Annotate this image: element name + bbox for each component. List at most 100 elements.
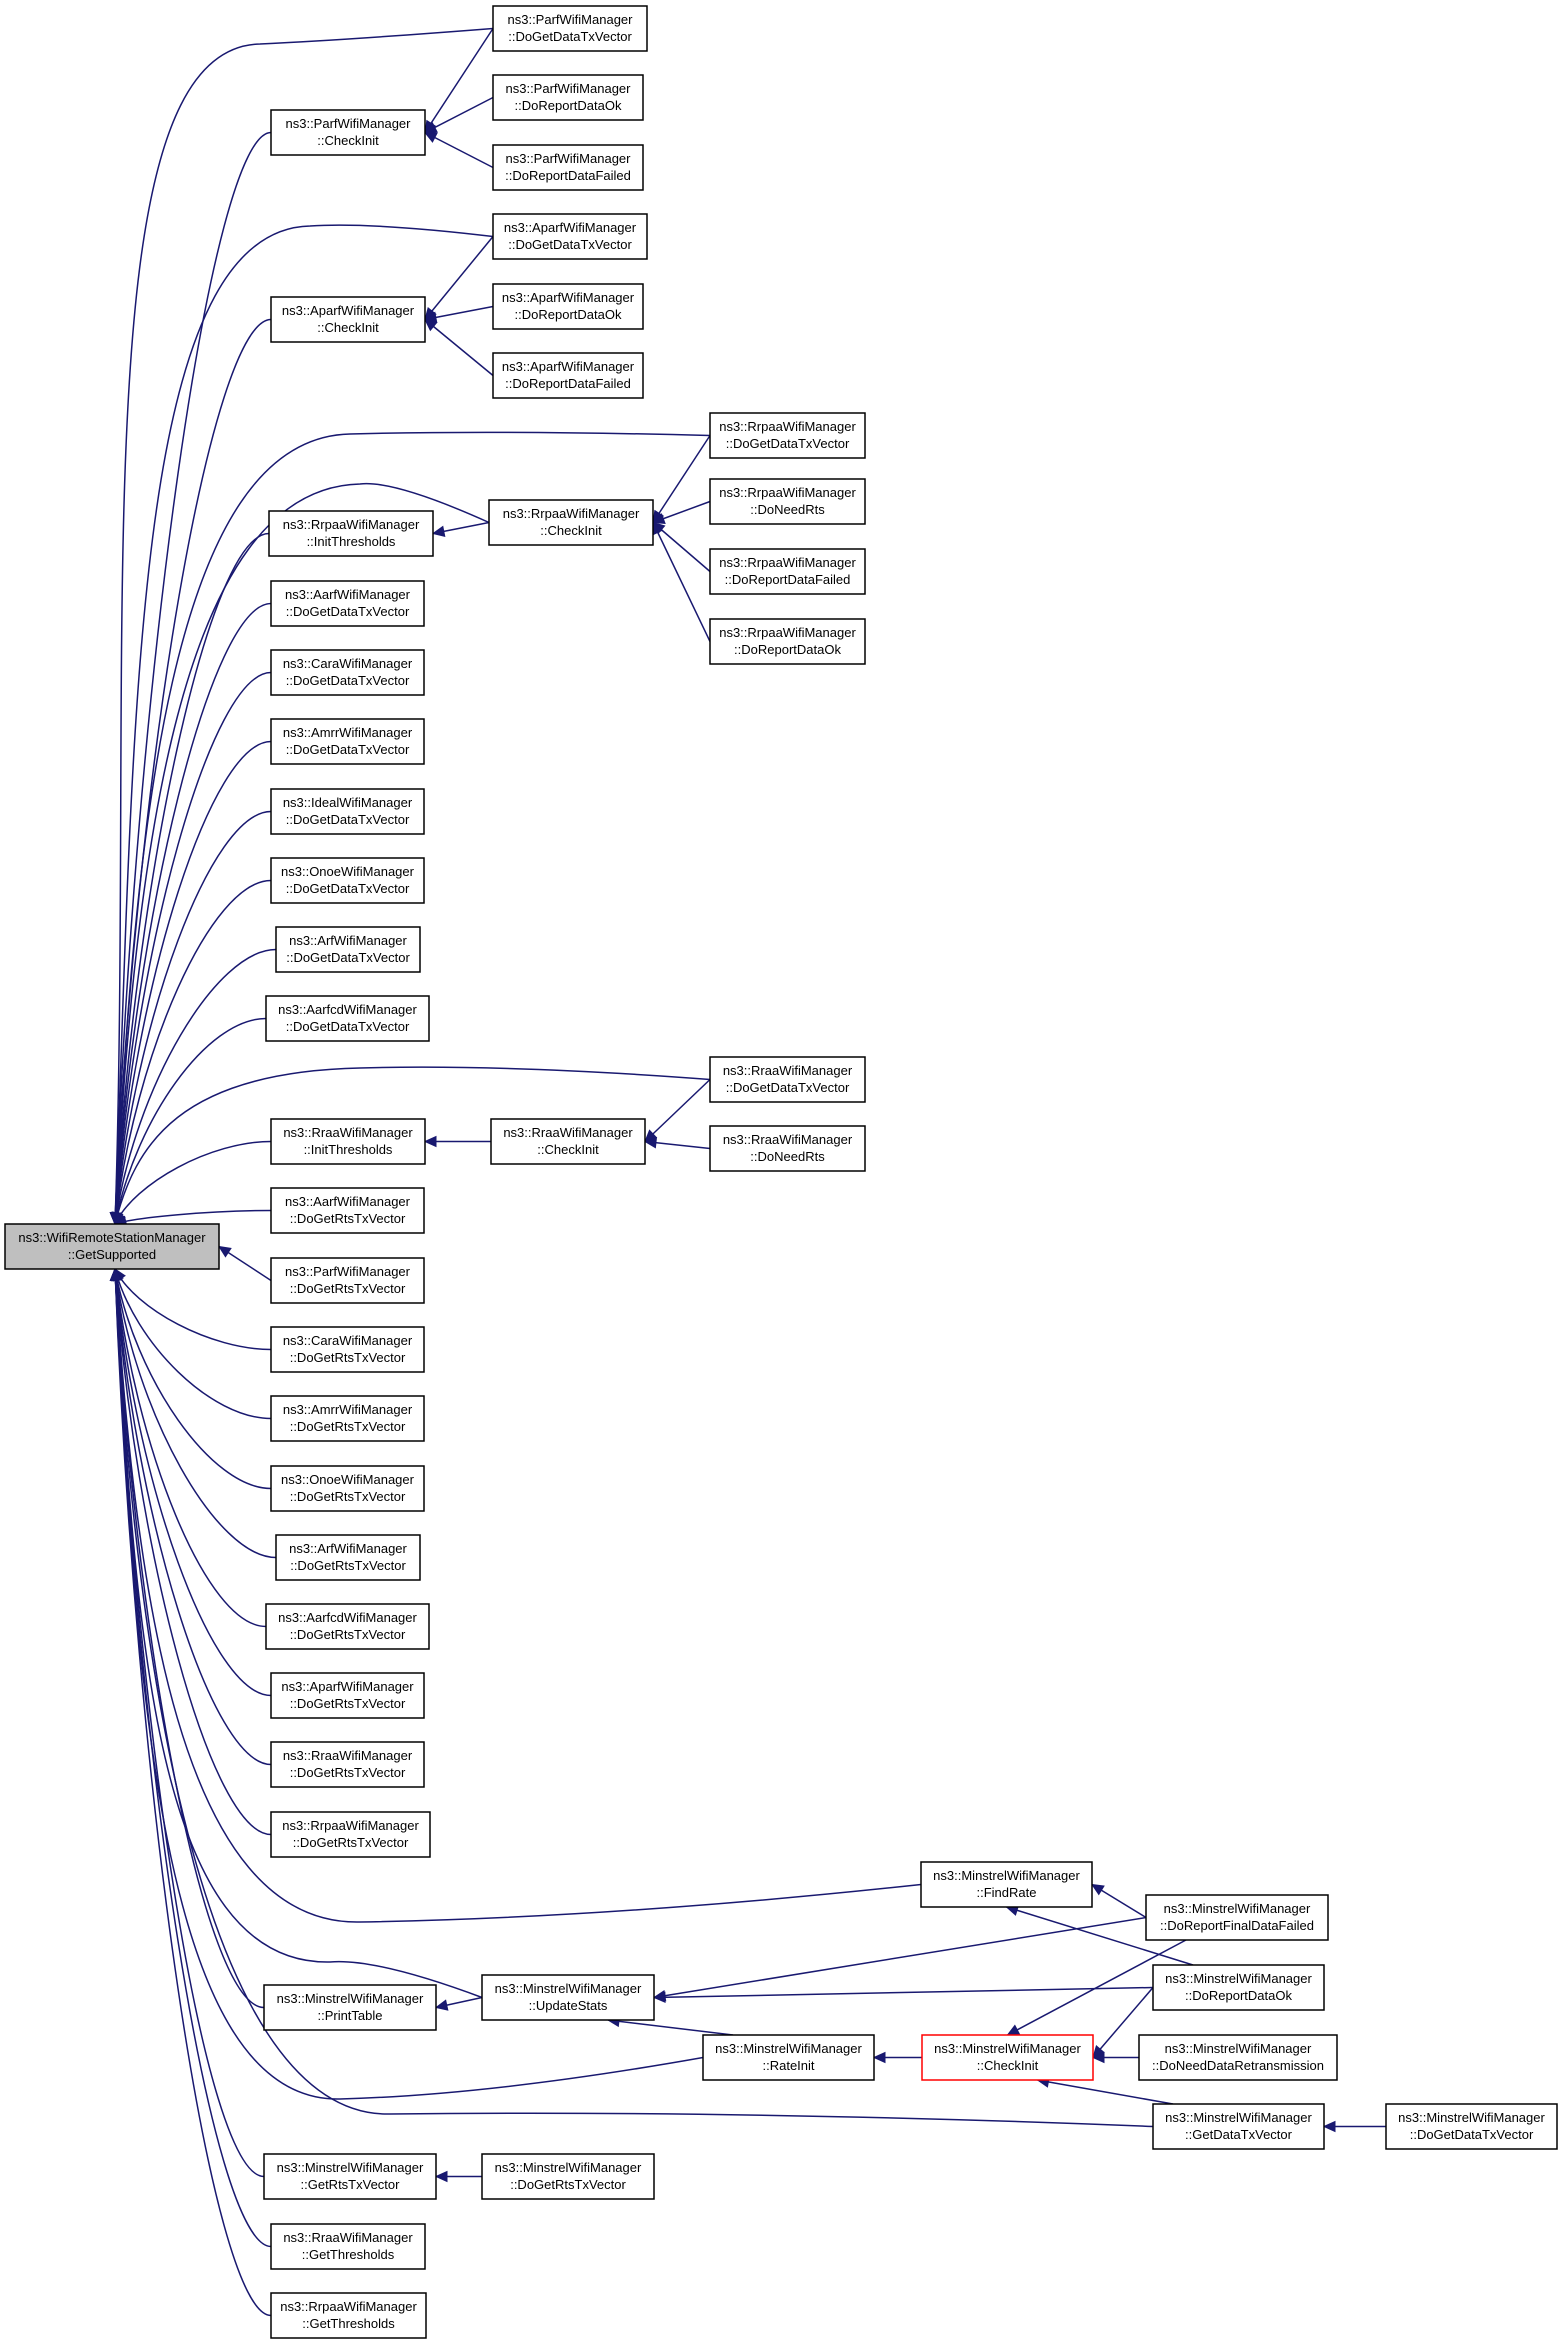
node-label-line1: ns3::AparfWifiManager [502, 290, 635, 305]
node-box [270, 1465, 425, 1512]
node-rraa-check[interactable]: ns3::RraaWifiManager::CheckInit [490, 1118, 646, 1165]
edge-min_update-to-min_drfdf [653, 1916, 1147, 1999]
node-label-line2: ::DoReportDataOk [1185, 1988, 1292, 2003]
node-box [270, 1811, 431, 1858]
node-min-print[interactable]: ns3::MinstrelWifiManager::PrintTable [263, 1984, 437, 2031]
node-aarfcd-dgrtv[interactable]: ns3::AarfcdWifiManager::DoGetRtsTxVector [265, 1603, 430, 1650]
node-amrr-dgdtv[interactable]: ns3::AmrrWifiManager::DoGetDataTxVector [270, 718, 425, 765]
node-min-drdo[interactable]: ns3::MinstrelWifiManager::DoReportDataOk [1152, 1964, 1325, 2011]
arrowhead-min_update-to-min_drdo [652, 1991, 666, 2004]
edge-root-to-min_gdtv [114, 1268, 1154, 2128]
edge-root-to-rraa_gt [114, 1268, 272, 2248]
node-onoe-dgrtv[interactable]: ns3::OnoeWifiManager::DoGetRtsTxVector [270, 1465, 425, 1512]
node-aparf-drdo[interactable]: ns3::AparfWifiManager::DoReportDataOk [492, 283, 644, 330]
node-rraa-dnr[interactable]: ns3::RraaWifiManager::DoNeedRts [709, 1125, 866, 1172]
node-parf-drdf[interactable]: ns3::ParfWifiManager::DoReportDataFailed [492, 144, 644, 191]
arrowhead-rraa_check-to-rraa_dnr [643, 1136, 658, 1149]
node-rrpaa-dnr[interactable]: ns3::RrpaaWifiManager::DoNeedRts [709, 478, 866, 525]
node-aparf-dgdtv[interactable]: ns3::AparfWifiManager::DoGetDataTxVector [492, 213, 648, 260]
arrowhead-parf_check-to-parf_drdo [423, 122, 438, 134]
node-label-line1: ns3::RraaWifiManager [723, 1063, 853, 1078]
node-min-rateinit[interactable]: ns3::MinstrelWifiManager::RateInit [702, 2034, 875, 2081]
node-label-line2: ::PrintTable [317, 2008, 382, 2023]
node-label-line2: ::CheckInit [977, 2058, 1039, 2073]
node-label-line1: ns3::WifiRemoteStationManager [18, 1230, 206, 1245]
node-label-line2: ::CheckInit [540, 523, 602, 538]
node-label-line2: ::DoGetDataTxVector [726, 436, 850, 451]
node-rrpaa-check[interactable]: ns3::RrpaaWifiManager::CheckInit [488, 499, 654, 546]
node-box [270, 718, 425, 765]
node-cara-dgdtv[interactable]: ns3::CaraWifiManager::DoGetDataTxVector [270, 649, 425, 696]
node-min-check[interactable]: ns3::MinstrelWifiManager::CheckInit [921, 2034, 1094, 2081]
node-min-gdtv[interactable]: ns3::MinstrelWifiManager::GetDataTxVecto… [1152, 2103, 1325, 2150]
node-min-dgrtv[interactable]: ns3::MinstrelWifiManager::DoGetRtsTxVect… [481, 2153, 655, 2200]
edge-aparf_check-to-aparf_drdf [424, 318, 494, 377]
node-min-dgdtv[interactable]: ns3::MinstrelWifiManager::DoGetDataTxVec… [1385, 2103, 1558, 2150]
node-rraa-init[interactable]: ns3::RraaWifiManager::InitThresholds [270, 1118, 426, 1165]
node-label-line2: ::DoReportDataOk [515, 98, 622, 113]
node-aarf-dgdtv[interactable]: ns3::AarfWifiManager::DoGetDataTxVector [270, 580, 425, 627]
node-parf-dgdtv[interactable]: ns3::ParfWifiManager::DoGetDataTxVector [492, 5, 648, 52]
edge-root-to-cara_dgdtv [114, 671, 272, 1225]
node-min-drfdf[interactable]: ns3::MinstrelWifiManager::DoReportFinalD… [1145, 1894, 1329, 1941]
node-aparf-drdf[interactable]: ns3::AparfWifiManager::DoReportDataFaile… [492, 352, 644, 399]
node-label-line1: ns3::RraaWifiManager [283, 2230, 413, 2245]
node-parf-check[interactable]: ns3::ParfWifiManager::CheckInit [270, 109, 426, 156]
edge-root-to-aarf_dgdtv [114, 602, 272, 1225]
node-label-line1: ns3::MinstrelWifiManager [495, 2160, 642, 2175]
node-label-line2: ::DoGetRtsTxVector [290, 1281, 406, 1296]
node-label-line2: ::CheckInit [317, 133, 379, 148]
edge-root-to-min_find [114, 1268, 922, 1923]
node-min-dndr[interactable]: ns3::MinstrelWifiManager::DoNeedDataRetr… [1138, 2034, 1338, 2081]
node-label-line2: ::DoGetRtsTxVector [290, 1489, 406, 1504]
node-label-line2: ::DoGetDataTxVector [286, 950, 410, 965]
node-parf-drdo[interactable]: ns3::ParfWifiManager::DoReportDataOk [492, 74, 644, 121]
node-rrpaa-drdo[interactable]: ns3::RrpaaWifiManager::DoReportDataOk [709, 618, 866, 665]
node-aparf-dgrtv[interactable]: ns3::AparfWifiManager::DoGetRtsTxVector [270, 1672, 425, 1719]
node-label-line1: ns3::OnoeWifiManager [281, 1472, 415, 1487]
node-box [270, 1741, 425, 1788]
node-rrpaa-dgdtv[interactable]: ns3::RrpaaWifiManager::DoGetDataTxVector [709, 412, 866, 459]
node-box [275, 1534, 421, 1581]
node-rraa-gt[interactable]: ns3::RraaWifiManager::GetThresholds [270, 2223, 426, 2270]
node-aarf-dgrtv[interactable]: ns3::AarfWifiManager::DoGetRtsTxVector [270, 1187, 425, 1234]
node-rraa-dgrtv[interactable]: ns3::RraaWifiManager::DoGetRtsTxVector [270, 1741, 425, 1788]
edge-root-to-parf_check [114, 131, 272, 1225]
node-box [709, 548, 866, 595]
node-min-find[interactable]: ns3::MinstrelWifiManager::FindRate [920, 1861, 1093, 1908]
node-label-line2: ::UpdateStats [529, 1998, 608, 2013]
node-rrpaa-drdf[interactable]: ns3::RrpaaWifiManager::DoReportDataFaile… [709, 548, 866, 595]
node-root[interactable]: ns3::WifiRemoteStationManager::GetSuppor… [4, 1223, 220, 1270]
node-label-line2: ::RateInit [762, 2058, 814, 2073]
node-aparf-check[interactable]: ns3::AparfWifiManager::CheckInit [270, 296, 426, 343]
node-rraa-dgdtv[interactable]: ns3::RraaWifiManager::DoGetDataTxVector [709, 1056, 866, 1103]
node-label-line1: ns3::ArfWifiManager [289, 1541, 407, 1556]
node-onoe-dgdtv[interactable]: ns3::OnoeWifiManager::DoGetDataTxVector [270, 857, 425, 904]
node-box [270, 2292, 427, 2339]
node-rrpaa-gt[interactable]: ns3::RrpaaWifiManager::GetThresholds [270, 2292, 427, 2339]
node-rrpaa-init[interactable]: ns3::RrpaaWifiManager::InitThresholds [268, 510, 434, 557]
node-label-line2: ::DoGetDataTxVector [726, 1080, 850, 1095]
node-box [270, 1118, 426, 1165]
node-box [270, 649, 425, 696]
node-aarfcd-dgdtv[interactable]: ns3::AarfcdWifiManager::DoGetDataTxVecto… [265, 995, 430, 1042]
node-label-line1: ns3::MinstrelWifiManager [1398, 2110, 1545, 2125]
node-label-line1: ns3::OnoeWifiManager [281, 864, 415, 879]
node-cara-dgrtv[interactable]: ns3::CaraWifiManager::DoGetRtsTxVector [270, 1326, 425, 1373]
arrowhead-min_grtv-to-min_dgrtv [434, 2170, 448, 2183]
node-box [265, 1603, 430, 1650]
node-parf-dgrtv[interactable]: ns3::ParfWifiManager::DoGetRtsTxVector [270, 1257, 425, 1304]
node-min-update[interactable]: ns3::MinstrelWifiManager::UpdateStats [481, 1974, 655, 2021]
node-ideal-dgdtv[interactable]: ns3::IdealWifiManager::DoGetDataTxVector [270, 788, 425, 835]
node-arf-dgdtv[interactable]: ns3::ArfWifiManager::DoGetDataTxVector [275, 926, 421, 973]
node-rrpaa-dgrtv[interactable]: ns3::RrpaaWifiManager::DoGetRtsTxVector [270, 1811, 431, 1858]
node-label-line1: ns3::MinstrelWifiManager [715, 2041, 862, 2056]
node-label-line1: ns3::MinstrelWifiManager [495, 1981, 642, 1996]
edge-min_find-to-min_drdo [1006, 1906, 1194, 1966]
node-label-line2: ::DoReportFinalDataFailed [1160, 1918, 1314, 1933]
node-label-line1: ns3::RrpaaWifiManager [282, 1818, 419, 1833]
node-arf-dgrtv[interactable]: ns3::ArfWifiManager::DoGetRtsTxVector [275, 1534, 421, 1581]
node-amrr-dgrtv[interactable]: ns3::AmrrWifiManager::DoGetRtsTxVector [270, 1395, 425, 1442]
node-box [270, 1395, 425, 1442]
node-min-grtv[interactable]: ns3::MinstrelWifiManager::GetRtsTxVector [263, 2153, 437, 2200]
